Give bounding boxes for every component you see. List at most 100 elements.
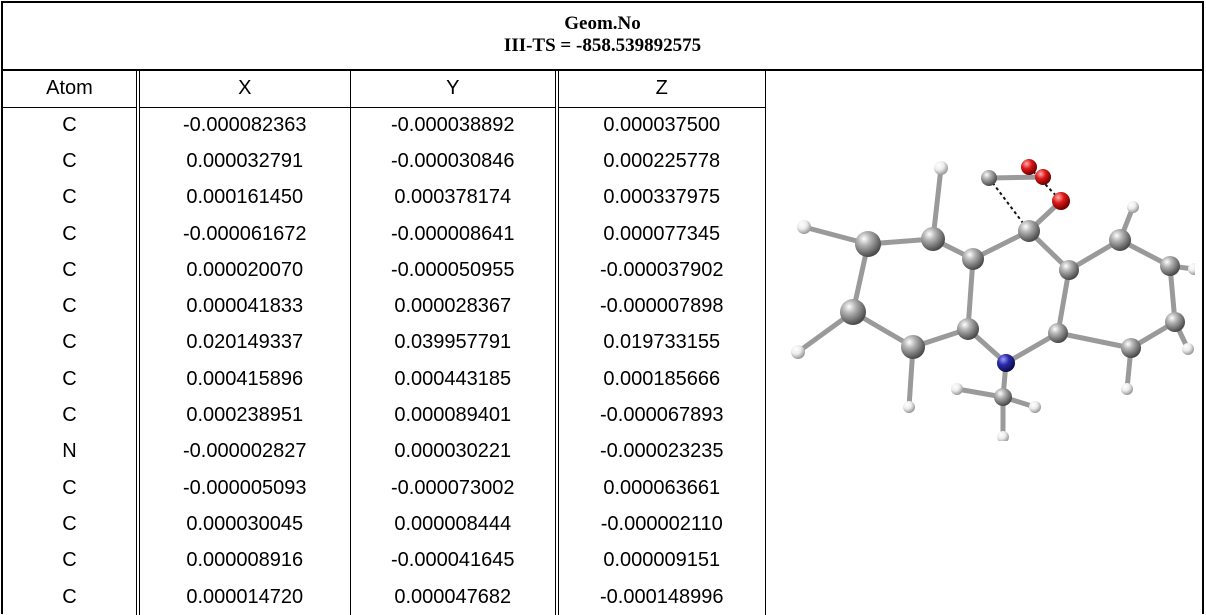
bond: [986, 174, 1046, 181]
atom-cell: C: [3, 324, 140, 362]
z-cell: 0.000337975: [557, 179, 766, 216]
y-cell: 0.000378174: [350, 179, 559, 216]
atom-cell: C: [3, 252, 140, 289]
y-cell: 0.000008444: [350, 506, 559, 543]
carbon-atom: [962, 248, 984, 270]
interaction-dashed-line: [988, 177, 1030, 232]
hydrogen-atom: [1029, 401, 1041, 413]
x-cell: 0.000020070: [138, 252, 351, 289]
hydrogen-atom: [797, 220, 811, 234]
z-cell: 0.000037500: [557, 107, 766, 144]
y-cell: 0.000047682: [350, 578, 559, 615]
atom-cell: C: [3, 397, 140, 434]
bond: [1003, 330, 1061, 366]
oxygen-atom: [1035, 169, 1051, 185]
y-cell: -0.000041645: [350, 542, 559, 579]
hydrogen-atom: [791, 345, 805, 359]
carbon-atom: [1160, 256, 1180, 276]
x-cell: 0.000238951: [138, 397, 351, 434]
hydrogen-atom: [1182, 343, 1194, 355]
z-cell: 0.000063661: [557, 469, 766, 507]
x-cell: 0.020149337: [138, 324, 351, 362]
carbon-atom: [1018, 220, 1040, 242]
atom-cell: C: [3, 288, 140, 325]
table-header-row: Atom X Y Z: [3, 71, 766, 108]
y-cell: 0.039957791: [350, 324, 559, 362]
z-cell: 0.019733155: [557, 324, 766, 362]
atom-cell: C: [3, 179, 140, 216]
y-cell: -0.000050955: [350, 252, 559, 289]
x-cell: 0.000415896: [138, 361, 351, 398]
y-cell: -0.000038892: [350, 107, 559, 144]
x-cell: 0.000041833: [138, 288, 351, 325]
y-cell: 0.000030221: [350, 433, 559, 470]
z-cell: 0.000185666: [557, 361, 766, 398]
atom-cell: C: [3, 469, 140, 507]
atom-cell: C: [3, 542, 140, 579]
y-cell: -0.000008641: [350, 215, 559, 253]
x-cell: -0.000061672: [138, 215, 351, 253]
x-cell: -0.000005093: [138, 469, 351, 507]
z-cell: 0.000077345: [557, 215, 766, 253]
oxygen-atom: [1052, 192, 1070, 210]
nitrogen-atom: [997, 354, 1015, 372]
x-cell: 0.000008916: [138, 542, 351, 579]
hydrogen-atom: [951, 383, 963, 395]
y-cell: 0.000028367: [350, 288, 559, 325]
z-cell: -0.000007898: [557, 288, 766, 325]
carbon-atom: [1048, 323, 1068, 343]
bond: [1055, 267, 1072, 336]
geometry-header: Geom.No III-TS = -858.539892575: [3, 3, 1202, 71]
x-cell: 0.000161450: [138, 179, 351, 216]
hydrogen-atom: [1127, 201, 1139, 213]
carbon-atom: [1059, 260, 1079, 280]
z-cell: 0.000009151: [557, 542, 766, 579]
x-cell: -0.000002827: [138, 433, 351, 470]
hydrogen-atom: [934, 161, 948, 175]
z-cell: -0.000023235: [557, 433, 766, 470]
oxygen-atom: [1021, 159, 1037, 175]
x-cell: -0.000082363: [138, 107, 351, 144]
x-cell: 0.000014720: [138, 578, 351, 615]
atom-cell: C: [3, 578, 140, 615]
carbon-atom: [1165, 312, 1185, 332]
carbon-atom: [921, 227, 945, 251]
z-cell: -0.000002110: [557, 506, 766, 543]
hydrogen-atom: [903, 401, 915, 413]
atom-cell: C: [3, 143, 140, 180]
carbon-atom: [901, 335, 925, 359]
x-cell: 0.000030045: [138, 506, 351, 543]
carbon-atom: [994, 388, 1012, 406]
z-cell: 0.000225778: [557, 143, 766, 180]
geometry-title: Geom.No: [564, 13, 641, 34]
atom-cell: C: [3, 506, 140, 543]
bond: [965, 256, 976, 332]
y-cell: 0.000443185: [350, 361, 559, 398]
y-cell: -0.000030846: [350, 143, 559, 180]
carbon-atom: [981, 170, 997, 186]
z-cell: -0.000037902: [557, 252, 766, 289]
geometry-energy: III-TS = -858.539892575: [503, 35, 702, 56]
y-cell: -0.000073002: [350, 469, 559, 507]
carbon-atom: [855, 231, 881, 257]
hydrogen-atom: [1188, 263, 1195, 275]
column-header-x: X: [138, 71, 351, 108]
atom-cell: C: [3, 107, 140, 144]
y-cell: 0.000089401: [350, 397, 559, 434]
carbon-atom: [840, 299, 866, 325]
bond: [1055, 330, 1134, 351]
column-header-y: Y: [350, 71, 559, 108]
